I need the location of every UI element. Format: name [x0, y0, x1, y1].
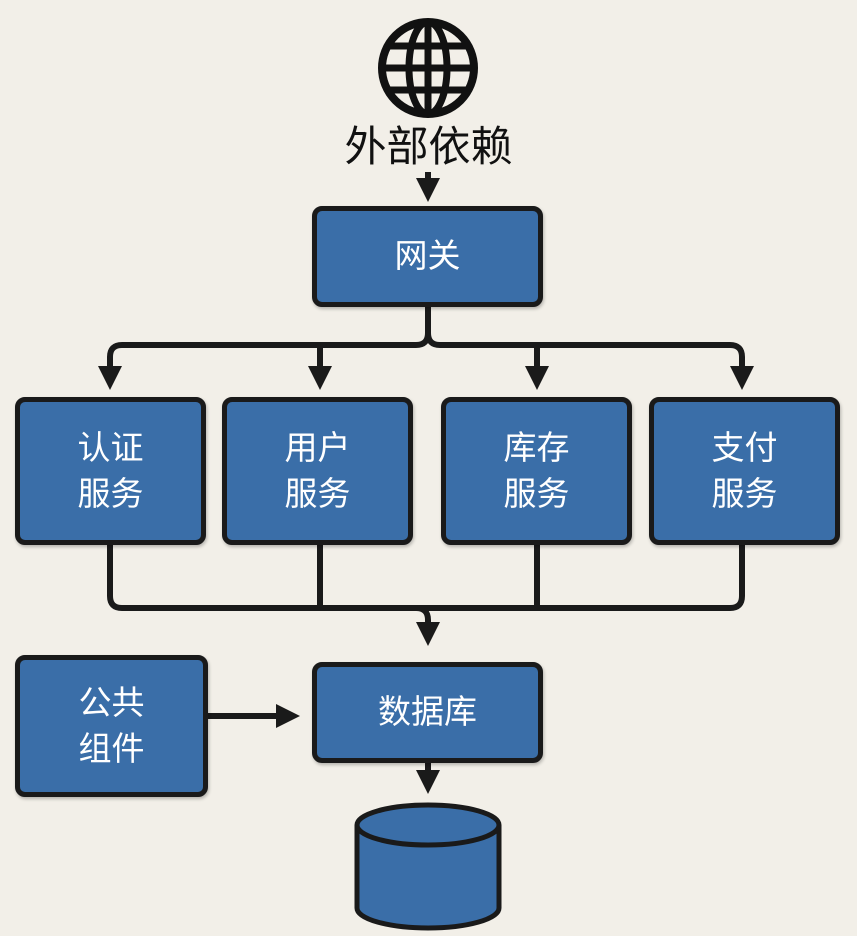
globe-icon [378, 18, 478, 118]
user-service-label-line2: 服务 [284, 474, 351, 513]
user-service-label-line1: 用户 [284, 427, 351, 467]
gateway-node[interactable]: 网关 [312, 206, 543, 307]
gateway-label: 网关 [394, 236, 461, 276]
auth-service-label-line2: 服务 [77, 474, 144, 513]
payment-service-label-line2: 服务 [711, 474, 778, 513]
inventory-service-label-line2: 服务 [503, 474, 570, 513]
common-components-label-line2: 组件 [78, 729, 145, 768]
database-cylinder-icon [354, 802, 502, 931]
database-node[interactable]: 数据库 [312, 662, 543, 763]
connector-gateway-bus [107, 305, 745, 375]
inventory-service-label-line1: 库存 [503, 427, 570, 467]
user-service-node[interactable]: 用户 服务 [222, 397, 413, 545]
inventory-service-node[interactable]: 库存 服务 [441, 397, 632, 545]
database-label: 数据库 [378, 692, 477, 732]
connector-services-bus [107, 544, 745, 630]
auth-service-label-line1: 认证 [77, 427, 144, 467]
auth-service-node[interactable]: 认证 服务 [15, 397, 206, 545]
payment-service-label-line1: 支付 [711, 427, 778, 467]
external-dependency-label: 外部依赖 [344, 122, 513, 171]
common-components-node[interactable]: 公共 组件 [15, 655, 208, 797]
payment-service-node[interactable]: 支付 服务 [649, 397, 840, 545]
common-components-label-line1: 公共 [78, 682, 145, 722]
